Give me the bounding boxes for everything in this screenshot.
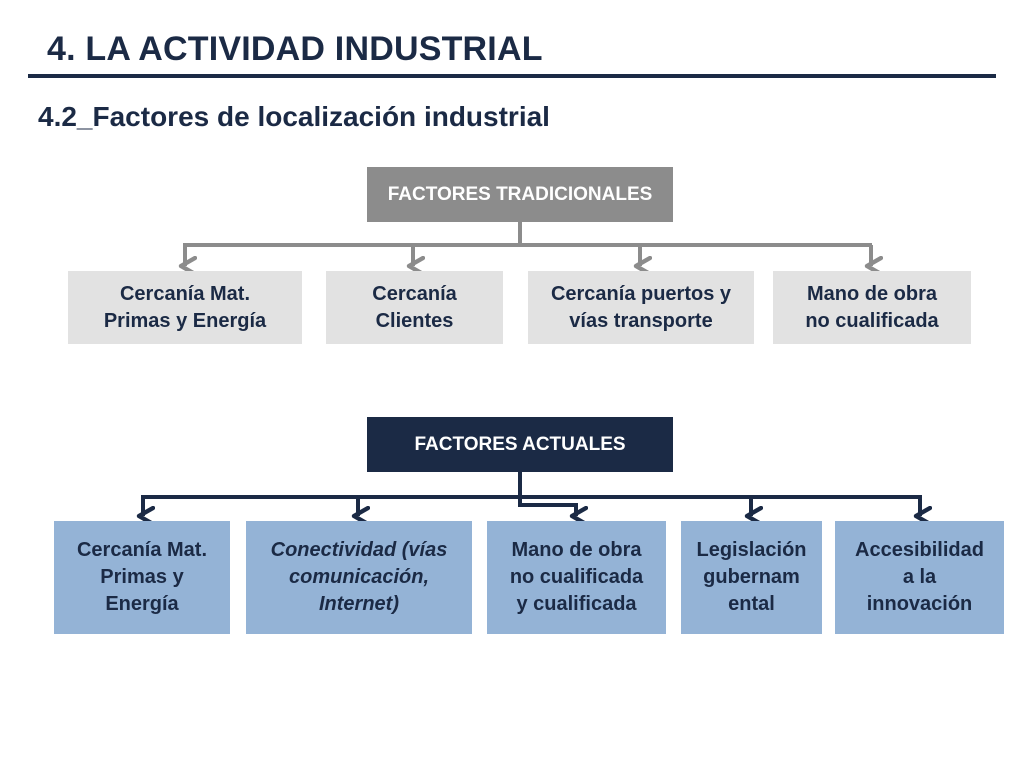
current-factor-line: Mano de obra bbox=[511, 539, 642, 561]
current-factor-line: Accesibilidad bbox=[855, 539, 984, 561]
current-factor-line: Primas y bbox=[100, 566, 184, 588]
current-factor-line: y cualificada bbox=[516, 593, 637, 615]
traditional-factor-box: Mano de obra no cualificada bbox=[773, 271, 971, 344]
traditional-factor-line: no cualificada bbox=[805, 309, 939, 332]
traditional-factor-box: Cercanía Clientes bbox=[326, 271, 503, 344]
page-title: 4. LA ACTIVIDAD INDUSTRIAL bbox=[47, 30, 543, 68]
current-factor-line: Energía bbox=[105, 593, 179, 615]
traditional-factor-line: Cercanía bbox=[372, 282, 457, 305]
current-factor-line: Cercanía Mat. bbox=[76, 539, 208, 561]
current-factor-line: gubernam bbox=[703, 566, 800, 588]
current-factor-box: Mano de obra no cualificada y cualificad… bbox=[487, 521, 666, 634]
traditional-factor-line: Cercanía puertos y bbox=[550, 282, 732, 305]
traditional-factor-box: Cercanía Mat. Primas y Energía bbox=[68, 271, 302, 344]
current-factor-box: Legislación gubernam ental bbox=[681, 521, 822, 634]
current-factor-line: no cualificada bbox=[509, 566, 644, 588]
traditional-factor-box: Cercanía puertos y vías transporte bbox=[528, 271, 754, 344]
arrow-to-act-3 bbox=[518, 497, 576, 516]
current-factor-box: Conectividad (vías comunicación, Interne… bbox=[246, 521, 472, 634]
traditional-factors-title: FACTORES TRADICIONALES bbox=[387, 183, 653, 205]
traditional-factor-line: Cercanía Mat. bbox=[119, 282, 251, 305]
section-subtitle: 4.2_Factores de localización industrial bbox=[38, 101, 550, 132]
current-factor-line: innovación bbox=[866, 593, 973, 615]
current-factors-header: FACTORES ACTUALES bbox=[367, 417, 673, 472]
traditional-factor-line: Primas y Energía bbox=[103, 309, 267, 332]
current-factor-box: Cercanía Mat. Primas y Energía bbox=[54, 521, 230, 634]
current-factor-line: a la bbox=[902, 566, 937, 588]
traditional-factor-line: Mano de obra bbox=[806, 282, 937, 305]
current-factor-box: Accesibilidad a la innovación bbox=[835, 521, 1004, 634]
current-connectors bbox=[141, 472, 922, 516]
traditional-factors-header: FACTORES TRADICIONALES bbox=[367, 167, 673, 222]
traditional-factor-line: Clientes bbox=[375, 309, 454, 332]
title-divider bbox=[28, 74, 996, 78]
current-factor-line: Legislación bbox=[696, 539, 807, 561]
current-factor-line: Internet) bbox=[319, 593, 399, 615]
current-factor-line: ental bbox=[728, 593, 775, 615]
traditional-connectors bbox=[183, 222, 872, 266]
current-factor-line: Conectividad (vías bbox=[270, 539, 448, 561]
current-factors-title: FACTORES ACTUALES bbox=[414, 433, 626, 455]
traditional-factor-line: vías transporte bbox=[569, 309, 713, 332]
current-factor-line: comunicación, bbox=[288, 566, 430, 588]
